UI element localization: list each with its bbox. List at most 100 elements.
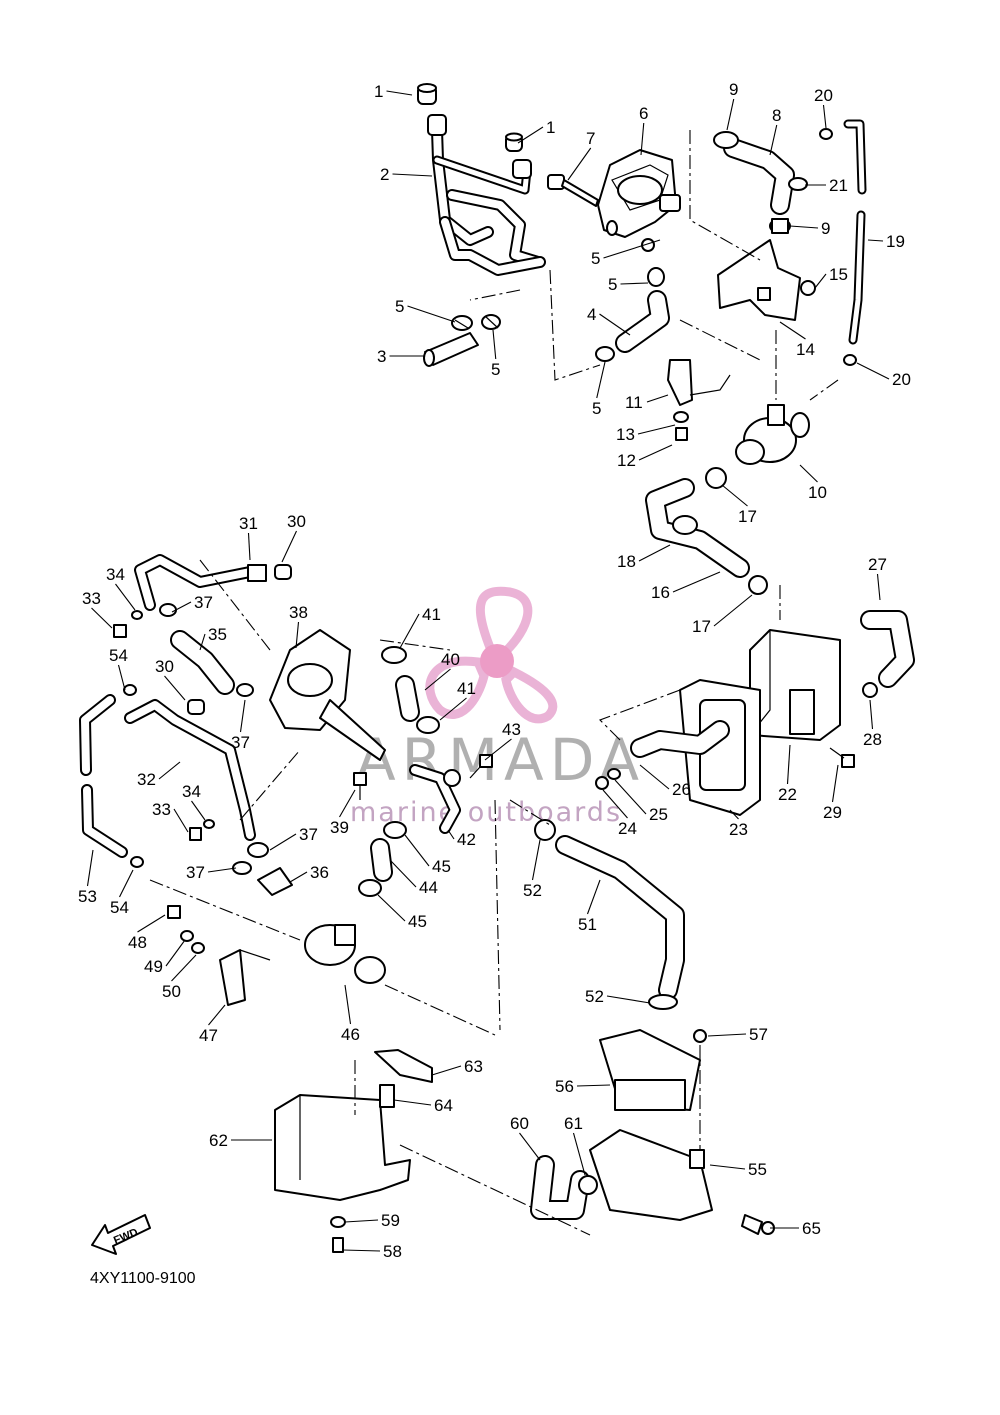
callout-52: 52 [523, 881, 542, 900]
part-45-clamp-b [358, 879, 382, 897]
callout-23: 23 [729, 820, 748, 839]
leader-35 [199, 633, 206, 651]
callout-29: 29 [823, 803, 842, 822]
leader-29 [831, 764, 839, 803]
callout-41: 41 [457, 679, 476, 698]
assembly-lines [149, 130, 839, 1236]
callout-40: 40 [441, 650, 460, 669]
leader-4 [599, 313, 631, 336]
callout-49: 49 [144, 957, 163, 976]
callout-10: 10 [808, 483, 827, 502]
armada-logo [425, 586, 558, 724]
callout-28: 28 [863, 730, 882, 749]
leader-47 [208, 1004, 226, 1026]
leader-19 [867, 239, 884, 242]
part-57-screw [693, 1029, 707, 1043]
leader-42 [447, 829, 455, 840]
leader-61 [572, 1132, 586, 1176]
part-2-hose-assembly [427, 114, 546, 276]
leader-5 [492, 329, 497, 360]
callout-5: 5 [608, 275, 617, 294]
callout-24: 24 [618, 819, 637, 838]
leader-33 [173, 808, 189, 833]
part-10-valve [735, 404, 810, 465]
part-51-hose [555, 835, 685, 1000]
callout-4: 4 [587, 305, 596, 324]
leader-37 [207, 867, 237, 873]
leader-48 [137, 914, 166, 933]
callout-leaders [86, 90, 890, 1252]
leader-12 [638, 444, 673, 461]
leader-37 [171, 601, 192, 613]
leader-56 [576, 1084, 611, 1087]
callout-54: 54 [109, 646, 128, 665]
part-54-clamp-a [123, 684, 137, 696]
leader-41 [399, 613, 420, 649]
callout-1: 1 [546, 118, 555, 137]
callout-9: 9 [729, 80, 738, 99]
part-20-clamp-b [843, 354, 857, 366]
callout-13: 13 [616, 425, 635, 444]
callout-17: 17 [692, 617, 711, 636]
part-39-bolt [353, 772, 367, 800]
part-35-hose [170, 630, 235, 695]
part-44-hose [370, 838, 393, 882]
leader-41 [439, 697, 467, 721]
callout-34: 34 [182, 782, 201, 801]
part-37-clamp-b [236, 683, 254, 697]
callout-39: 39 [330, 818, 349, 837]
part-61-clip [578, 1175, 598, 1195]
part-33-bolt-a [113, 624, 127, 638]
part-11-bracket [667, 359, 731, 406]
callout-12: 12 [617, 451, 636, 470]
leader-54 [117, 664, 126, 691]
part-33-bolt-b [189, 827, 202, 841]
part-43-bolt [469, 754, 493, 779]
part-25-washer [607, 768, 621, 780]
callout-37: 37 [231, 733, 250, 752]
leader-50 [171, 954, 197, 982]
part-49-washer [180, 930, 194, 942]
part-13-washer [673, 411, 689, 423]
leader-34 [115, 583, 136, 611]
part-38-valve [269, 629, 386, 761]
part-15-nut [800, 280, 816, 296]
leader-1 [517, 126, 544, 144]
callout-51: 51 [578, 915, 597, 934]
callout-45: 45 [408, 912, 427, 931]
callout-11: 11 [625, 393, 643, 412]
part-54-clamp-b [130, 856, 144, 868]
leader-16 [672, 571, 721, 593]
callout-20: 20 [814, 86, 833, 105]
callout-56: 56 [555, 1077, 574, 1096]
callout-32: 32 [137, 770, 156, 789]
diagram-code: 4XY1100-9100 [90, 1270, 196, 1287]
leader-11 [646, 394, 669, 403]
callout-17: 17 [738, 507, 757, 526]
callout-36: 36 [310, 863, 329, 882]
part-32-hose [124, 699, 256, 841]
callout-33: 33 [152, 800, 171, 819]
propeller-icon [425, 586, 558, 724]
part-53-hose [79, 694, 128, 858]
part-26-pipe [630, 720, 730, 758]
leader-53 [86, 849, 94, 887]
leader-44 [389, 859, 417, 888]
part-18-clamp [672, 515, 698, 535]
leader-45 [404, 834, 430, 867]
part-62-canister [274, 1094, 411, 1201]
part-59-washer [330, 1216, 346, 1228]
leader-43 [484, 738, 512, 761]
callout-5: 5 [491, 360, 500, 379]
part-27-hose-elbow [860, 610, 915, 688]
part-65-bolt [741, 1214, 775, 1235]
leader-2 [392, 173, 433, 177]
leader-23 [729, 809, 739, 820]
leader-33 [91, 607, 113, 629]
callout-64: 64 [434, 1096, 453, 1115]
callout-31: 31 [239, 514, 258, 533]
leader-36 [289, 871, 308, 883]
fwd-arrow-icon: FWD [91, 1214, 151, 1255]
part-50-washer [191, 942, 205, 954]
callout-26: 26 [672, 780, 691, 799]
